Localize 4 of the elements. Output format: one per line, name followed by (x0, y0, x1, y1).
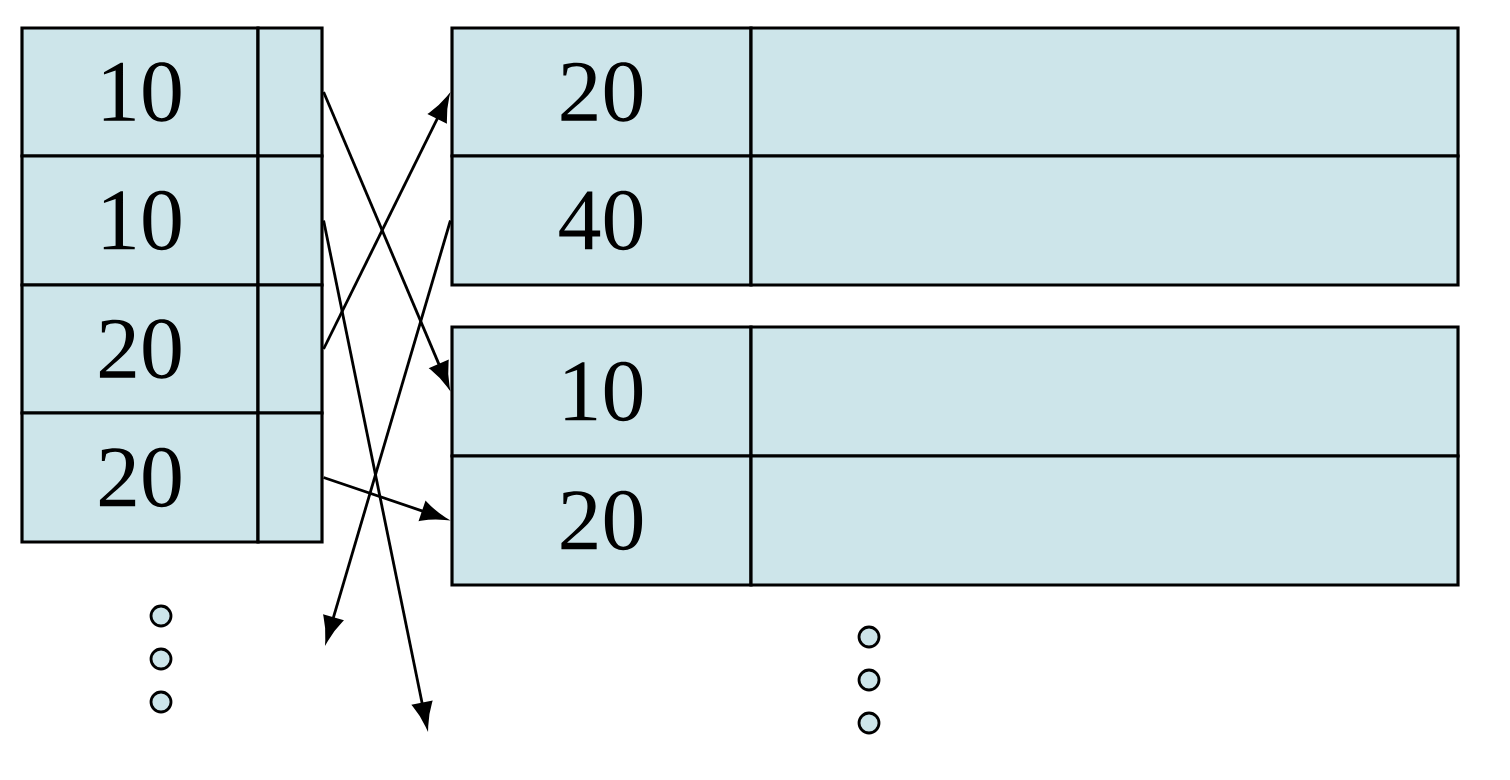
key-cell: 40 (450, 154, 753, 287)
key-cell: 10 (450, 325, 753, 458)
key-cell: 20 (450, 26, 753, 158)
key-cell: 20 (450, 454, 753, 587)
